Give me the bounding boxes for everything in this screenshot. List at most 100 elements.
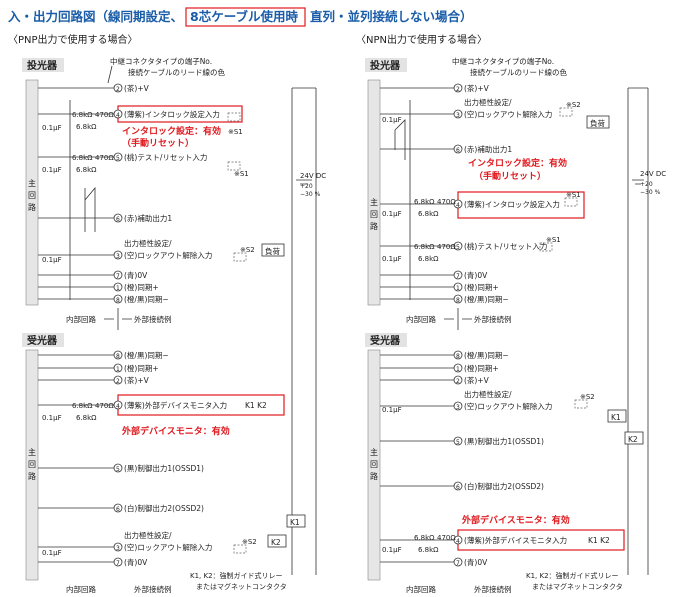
npn-s1b-switch [539,242,553,252]
svg-text:8: 8 [456,353,460,360]
npn-divider-arrows [444,308,472,330]
npn-res-2b: 470Ω [437,243,456,251]
npn-heading: 〈NPN出力で使用する場合〉 [356,33,487,46]
npn-emitter-main-bar [367,79,381,306]
svg-text:5: 5 [456,244,460,251]
npn-cap-c: 0.1μF [382,116,402,124]
npn-internal-label-b: 内部回路 [406,584,436,594]
npn-external-label-b: 外部接続例 [474,584,512,594]
svg-text:1: 1 [456,366,460,373]
pnp-emitter-header [22,58,64,72]
npn-interlock-note-1: インタロック設定：有効 [468,157,567,169]
pnp-k1-label: K1 [290,518,300,527]
pnp-emitter-label: 投光器 [27,59,58,72]
npn-rx-wires [380,354,454,563]
pnp-receiver-header [22,333,64,347]
npn-em-row: 出力極性設定/ 3 (空)ロックアウト解除入力 [453,97,552,119]
npn-receiver-main-2: 回 [370,460,378,469]
svg-text:(赤)補助出力1: (赤)補助出力1 [124,213,172,223]
npn-rx-res-2: 470Ω [437,534,456,542]
pnp-rx-row: 出力極性設定/ 3 (空)ロックアウト解除入力 [113,530,212,552]
pnp-s1b-label: ※S1 [234,170,249,178]
svg-text:(橙/黒)同期−: (橙/黒)同期− [124,294,169,304]
npn-k1k2-contacts: K1 K2 [588,536,610,545]
svg-text:(白)制御出力2(OSSD2): (白)制御出力2(OSSD2) [464,481,544,491]
pnp-edm-note: 外部デバイスモニタ：有効 [121,425,230,437]
svg-text:4: 4 [456,202,460,209]
svg-text:3: 3 [116,253,120,260]
pnp-rx-res-2: 470Ω [95,402,114,410]
npn-rx-cap: 0.1μF [382,546,402,554]
npn-rx-res-1: 6.8kΩ [414,534,435,542]
npn-external-label: 外部接続例 [474,314,512,324]
npn-emitter-main-1: 主 [370,197,378,207]
pnp-s1-label: ※S1 [228,128,243,136]
pnp-res-2: 470Ω [95,111,114,119]
pnp-receiver-main-1: 主 [28,447,36,457]
svg-text:7: 7 [456,273,460,280]
npn-receiver-main-1: 主 [370,447,378,457]
pnp-rx-cap-b: 0.1μF [42,549,62,557]
svg-text:(黒)制御出力1(OSSD1): (黒)制御出力1(OSSD1) [464,436,544,446]
npn-emitter-header [365,58,407,72]
svg-text:(青)0V: (青)0V [124,270,148,280]
svg-text:7: 7 [456,560,460,567]
npn-receiver-main-3: 路 [370,471,378,481]
pnp-load-box [261,243,285,257]
svg-text:(橙)同期+: (橙)同期+ [464,363,499,373]
npn-internal-label: 内部回路 [406,314,436,324]
pnp-s2-label: ※S2 [240,246,255,254]
npn-receiver-label: 受光器 [370,334,401,347]
npn-panel: 〈NPN出力で使用する場合〉 投光器 中継コネクタタイプの端子No. 接続ケーブ… [356,33,666,594]
title-highlight-box [185,7,306,27]
svg-text:6: 6 [456,147,460,154]
pnp-res-1: 6.8kΩ [72,111,93,119]
svg-text:7: 7 [116,273,120,280]
svg-text:(空)ロックアウト解除入力: (空)ロックアウト解除入力 [464,109,552,119]
pnp-em-row: 2 (茶)+V [113,83,150,93]
svg-text:1: 1 [116,285,120,292]
svg-text:(黒)制御出力1(OSSD1): (黒)制御出力1(OSSD1) [124,463,204,473]
svg-text:6: 6 [116,506,120,513]
pnp-internal-label: 内部回路 [66,314,96,324]
npn-rx-s2-label: ※S2 [580,393,595,401]
npn-edm-note: 外部デバイスモニタ：有効 [461,514,570,526]
npn-em-transistor [394,100,411,300]
pnp-k1k2-contacts: K1 K2 [245,401,267,410]
svg-text:(茶)+V: (茶)+V [124,83,150,93]
npn-em-row: 6 (赤)補助出力1 [453,144,512,154]
pnp-interlock-note-1: インタロック設定：有効 [122,125,221,137]
pnp-supply: 24V DC [300,172,326,180]
svg-text:6: 6 [116,216,120,223]
pnp-em-wires [38,87,114,300]
pnp-receiver-main-bar [25,349,39,581]
svg-text:8: 8 [456,297,460,304]
svg-text:(橙/黒)同期−: (橙/黒)同期− [464,350,509,360]
svg-text:(青)0V: (青)0V [464,557,488,567]
npn-rx-res-3: 6.8kΩ [418,546,439,554]
npn-k2-box [624,431,644,445]
pnp-rx-row: 1 (橙)同期+ [113,363,159,373]
pnp-emitter-main-1: 主 [28,178,36,188]
svg-text:7: 7 [116,560,120,567]
title-suffix: 直列・並列接続しない場合） [310,9,473,24]
pnp-internal-label-b: 内部回路 [66,584,96,594]
pnp-em-row: 7 (青)0V [113,270,148,280]
pnp-battery-icon [296,179,312,185]
svg-text:8: 8 [116,353,120,360]
npn-receiver-header [365,333,407,347]
svg-text:4: 4 [456,538,460,545]
pnp-rx-cap: 0.1μF [42,414,62,422]
pnp-note-leader [107,65,113,84]
pnp-supply-tol-1: +20 [300,183,313,190]
svg-text:3: 3 [116,545,120,552]
svg-text:(空)ロックアウト解除入力: (空)ロックアウト解除入力 [124,250,212,260]
pnp-rx-s2-label: ※S2 [242,538,257,546]
pnp-rx-res-1: 6.8kΩ [72,402,93,410]
npn-terminal-note-1: 中継コネクタタイプの端子No. [452,56,554,66]
pnp-em-row: 6 (赤)補助出力1 [113,213,172,223]
pnp-terminal-note-1: 中継コネクタタイプの端子No. [110,56,212,66]
npn-em-row: 4 (薄紫)インタロック設定入力 [453,199,560,209]
svg-text:(薄紫)外部デバイスモニタ入力: (薄紫)外部デバイスモニタ入力 [464,535,567,545]
